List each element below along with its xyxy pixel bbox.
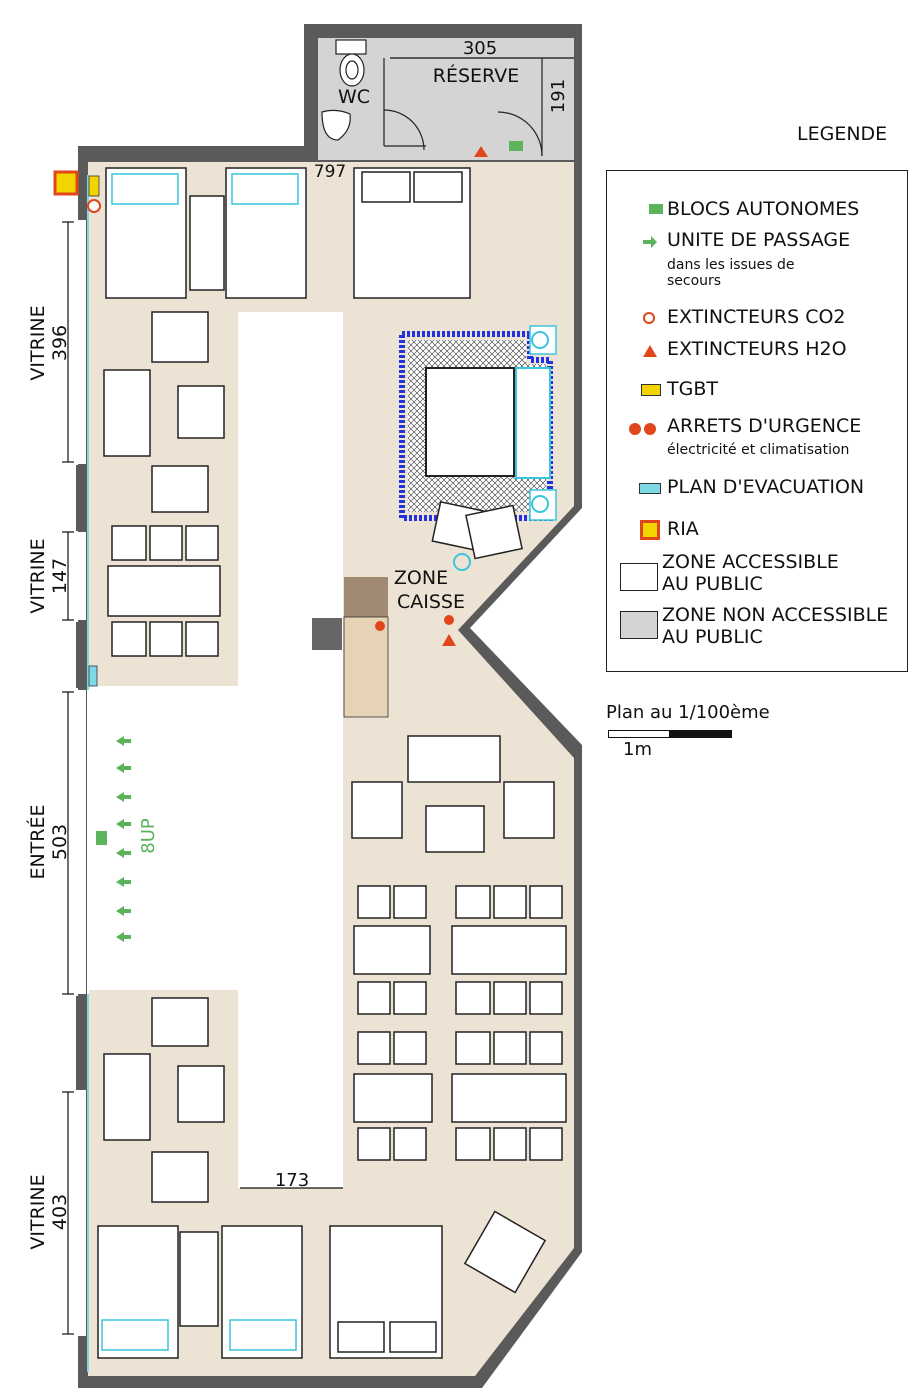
tgbt-icon bbox=[88, 175, 100, 197]
ria-icon bbox=[53, 170, 79, 196]
cash-desk bbox=[312, 577, 389, 718]
legend-item-arrets-sub: électricité et climatisation bbox=[667, 442, 850, 458]
dim-191: 191 bbox=[548, 79, 569, 113]
dim-797: 797 bbox=[314, 162, 346, 182]
vitrine-1-dim: 396 bbox=[49, 325, 71, 361]
scale-unit: 1m bbox=[623, 739, 652, 760]
green-arrow-icon bbox=[116, 848, 131, 858]
green-arrow-icon bbox=[116, 792, 131, 802]
evacuation-plan-icon bbox=[88, 665, 98, 687]
legend-item-co2: EXTINCTEURS CO2 bbox=[667, 306, 846, 328]
emergency-stop-icon bbox=[628, 422, 658, 441]
lounge-area bbox=[399, 325, 557, 521]
legend-item-blocs: BLOCS AUTONOMES bbox=[667, 198, 860, 220]
green-arrow-icon bbox=[116, 819, 131, 829]
green-arrow-icon bbox=[643, 235, 657, 248]
green-block-icon bbox=[96, 831, 107, 845]
legend-item-private: ZONE NON ACCESSIBLE AU PUBLIC bbox=[662, 604, 889, 648]
legend-item-unite-sub: dans les issues de secours bbox=[667, 257, 795, 290]
green-arrow-icon bbox=[116, 763, 131, 773]
green-block-icon bbox=[509, 141, 523, 151]
vitrine-2-label: VITRINE bbox=[27, 538, 49, 613]
private-zone-icon bbox=[620, 611, 658, 639]
public-zone-icon bbox=[620, 563, 658, 591]
green-arrow-icon bbox=[116, 736, 131, 746]
exit-arrows bbox=[116, 736, 131, 942]
legend-item-public: ZONE ACCESSIBLE AU PUBLIC bbox=[662, 551, 839, 595]
green-block-icon bbox=[649, 204, 663, 214]
scale-label: Plan au 1/100ème bbox=[606, 702, 770, 723]
entree-dim: 503 bbox=[49, 824, 71, 860]
reserve-interior bbox=[321, 39, 543, 157]
extinguisher-co2-icon bbox=[643, 312, 655, 324]
zone-caisse-line-1: ZONE bbox=[394, 567, 448, 589]
tgbt-icon bbox=[641, 384, 661, 396]
emergency-stop-icon bbox=[375, 621, 385, 631]
zone-caisse-line-2: CAISSE bbox=[397, 591, 465, 613]
legend-item-h2o: EXTINCTEURS H2O bbox=[667, 338, 847, 360]
green-arrow-icon bbox=[116, 932, 131, 942]
scale-bar bbox=[608, 730, 732, 738]
legend-item-unite: UNITE DE PASSAGE bbox=[667, 229, 851, 251]
emergency-stop-icon bbox=[444, 615, 454, 625]
reserve-label: RÉSERVE bbox=[433, 64, 519, 87]
legend-item-arrets: ARRETS D'URGENCE bbox=[667, 415, 862, 437]
legend-item-ria: RIA bbox=[667, 518, 699, 540]
extinguisher-co2-icon bbox=[87, 199, 101, 213]
extinguisher-h2o-icon bbox=[474, 146, 488, 157]
central-aisle bbox=[88, 312, 343, 1188]
vitrine-3-dim: 403 bbox=[49, 1194, 71, 1230]
extinguisher-h2o-icon bbox=[643, 344, 657, 362]
legend-item-tgbt: TGBT bbox=[667, 378, 718, 400]
evacuation-plan-icon bbox=[639, 483, 661, 494]
legend-item-evacuation: PLAN D'EVACUATION bbox=[667, 476, 865, 498]
legend-title: LEGENDE bbox=[797, 123, 888, 145]
vitrine-1-label: VITRINE bbox=[27, 305, 49, 380]
passage-units-label: 8UP bbox=[138, 818, 159, 854]
vitrine-2-dim: 147 bbox=[49, 558, 71, 594]
green-arrow-icon bbox=[116, 906, 131, 916]
furniture bbox=[97, 167, 567, 1359]
ria-icon bbox=[640, 520, 660, 540]
green-arrow-icon bbox=[116, 877, 131, 887]
dim-305: 305 bbox=[463, 38, 497, 59]
entree-label: ENTRÉE bbox=[26, 804, 49, 879]
safety-symbols bbox=[53, 141, 549, 845]
wc-label: WC bbox=[338, 86, 370, 108]
dimension-lines bbox=[62, 57, 574, 1335]
vitrine-3-label: VITRINE bbox=[27, 1174, 49, 1249]
extinguisher-h2o-icon bbox=[442, 634, 456, 646]
dim-173: 173 bbox=[275, 1170, 309, 1191]
